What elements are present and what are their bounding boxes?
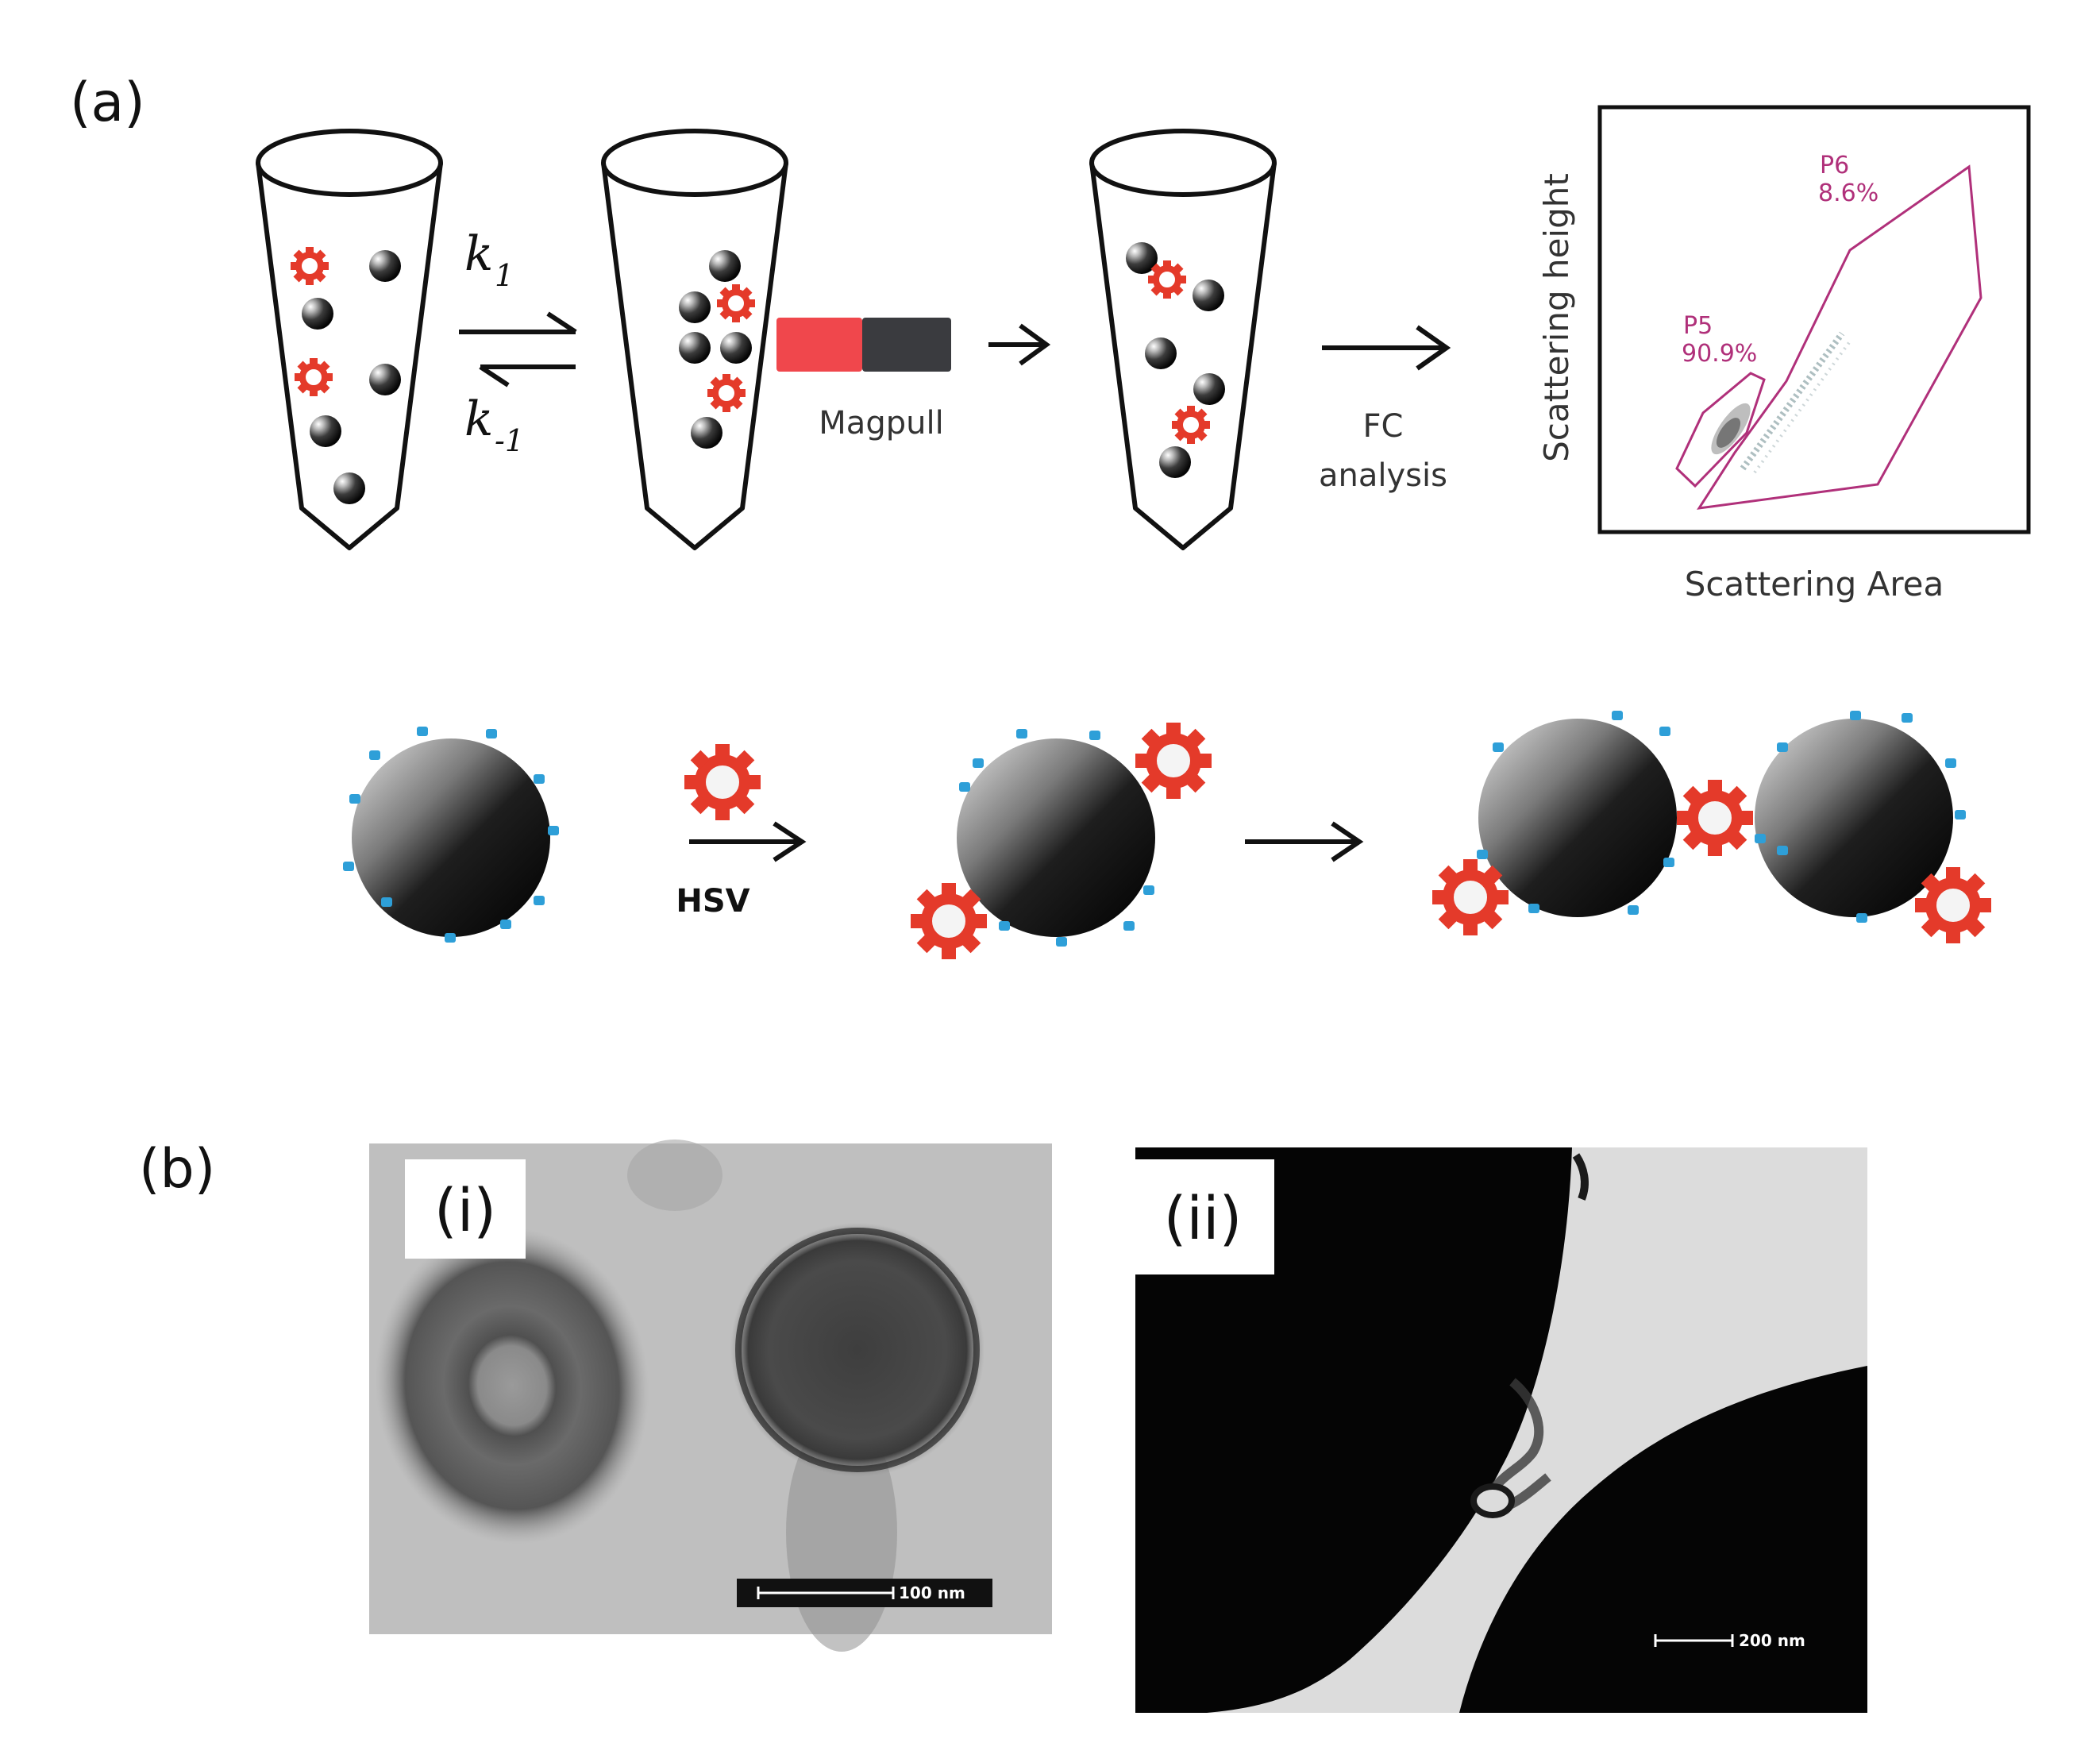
bead-icon — [369, 364, 401, 395]
virion-right — [730, 1223, 984, 1477]
scalebar-ii-text: 200 nm — [1739, 1631, 1805, 1650]
bead-icon — [709, 250, 741, 282]
bead-virus-complex — [911, 723, 1212, 959]
scatter-xlabel: Scattering Area — [1685, 565, 1944, 603]
bead-icon — [720, 332, 752, 364]
gate-p5-name: P5 — [1683, 312, 1713, 340]
equilibrium-arrows — [459, 311, 577, 388]
bead-icon — [1193, 373, 1225, 405]
magnet-north — [776, 318, 862, 372]
bead-icon — [1193, 280, 1224, 311]
virus-icon — [1432, 859, 1509, 935]
bead-right — [1459, 1366, 1867, 1713]
tem-ii-label-box — [1135, 1159, 1274, 1274]
tem-image-ii: (ii) 200 nm — [1135, 1147, 1867, 1713]
fc-label-line2: analysis — [1319, 457, 1447, 494]
plot-frame — [1597, 105, 2031, 534]
forward-rate-label: k — [464, 226, 493, 282]
panel-a-label: (a) — [70, 71, 145, 134]
bead-icon — [691, 417, 722, 449]
virus-icon — [911, 883, 987, 959]
event-cloud — [1711, 331, 1851, 474]
tube-3 — [1092, 131, 1274, 548]
arrow-head — [1416, 325, 1451, 371]
magnet-label: Magpull — [819, 405, 943, 442]
virion-left — [375, 1227, 649, 1544]
bead-icon — [302, 298, 333, 330]
bead-icon — [679, 332, 711, 364]
reverse-rate-subscript: -1 — [495, 423, 524, 458]
gate-p5 — [1675, 372, 1766, 488]
tube-1 — [258, 131, 441, 548]
arrow-head — [1331, 821, 1364, 862]
bead-aggregate — [1432, 711, 1991, 943]
gate-p6 — [1696, 164, 1982, 510]
scatter-ylabel: Scattering height — [1537, 173, 1576, 462]
virus-icon — [717, 284, 755, 322]
tube-2 — [603, 131, 786, 548]
scatter-plot: P5 90.9% P6 8.6% — [1597, 105, 2031, 534]
bead-icon — [333, 472, 365, 504]
forward-rate-subscript: 1 — [495, 258, 514, 293]
bead-icon — [369, 250, 401, 282]
virus-icon — [707, 374, 746, 412]
tem-i-label-box — [405, 1159, 526, 1259]
virus-icon — [1915, 867, 1991, 943]
bead-icon — [310, 415, 341, 447]
tem-i-label: (i) — [434, 1177, 496, 1245]
fc-label-line1: FC — [1363, 408, 1404, 445]
tem-ii-label: (ii) — [1164, 1185, 1243, 1253]
arrow-head — [773, 821, 807, 862]
ligand-icons — [343, 727, 559, 943]
scalebar-i-text: 100 nm — [899, 1583, 965, 1602]
virus-icon — [684, 744, 761, 820]
virus-icon — [295, 358, 333, 396]
magnet — [776, 318, 951, 372]
gate-p5-percent: 90.9% — [1682, 340, 1757, 368]
bead-with-ligands — [343, 727, 559, 943]
bead-left — [1135, 1147, 1572, 1713]
virus-icon — [1148, 260, 1186, 299]
bead-icon — [1159, 446, 1191, 478]
virus-icon — [1677, 780, 1753, 856]
arrow-head — [1019, 323, 1051, 366]
bead-icon — [1145, 337, 1177, 369]
gate-p6-name: P6 — [1820, 152, 1849, 179]
hsv-label: HSV — [676, 883, 749, 920]
virus-icon — [1172, 406, 1210, 444]
virus-icon — [1135, 723, 1212, 799]
bead-icon — [679, 291, 711, 323]
reverse-rate-label: k — [464, 391, 493, 447]
virus-icon — [291, 247, 329, 285]
panel-b-label: (b) — [139, 1138, 215, 1201]
gate-p6-percent: 8.6% — [1818, 179, 1878, 207]
magnet-south — [862, 318, 951, 372]
tem-image-i: (i) 100 nm — [369, 1140, 1052, 1652]
